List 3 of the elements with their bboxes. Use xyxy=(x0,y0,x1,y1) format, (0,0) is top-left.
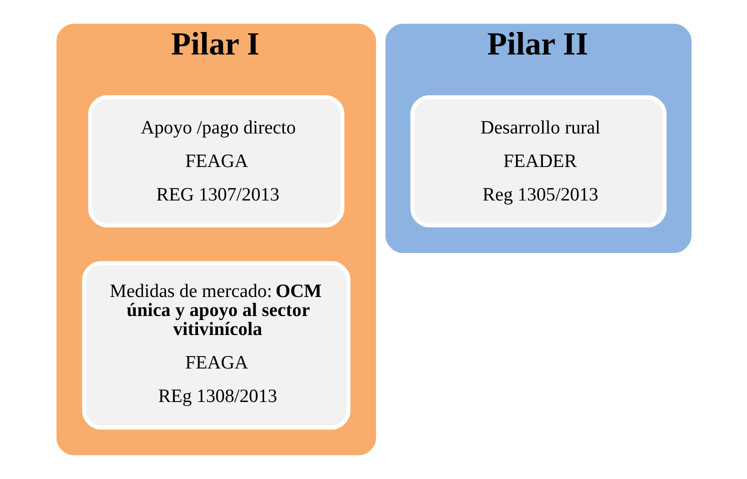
node-box: Apoyo /pago directo FEAGA REG 1307/2013 xyxy=(88,95,344,228)
node-box: Medidas de mercado: OCM única y apoyo al sector vitivinícola FEAGA REg 1308/2013 xyxy=(82,261,350,430)
node-box: Desarrollo rural FEADER Reg 1305/2013 xyxy=(410,95,666,228)
